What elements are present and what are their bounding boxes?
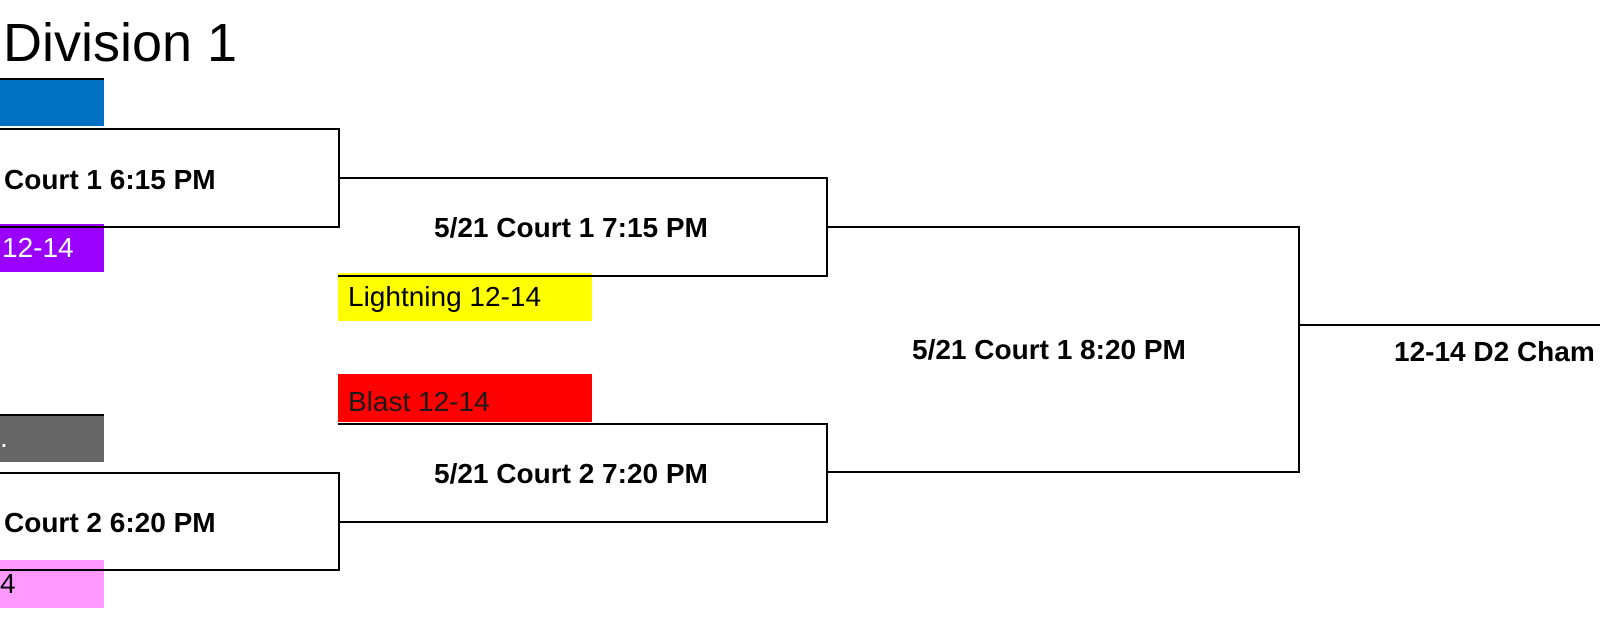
team-bar-blast bbox=[338, 374, 592, 422]
team-bar-blue bbox=[0, 78, 104, 126]
final-line-bottom bbox=[826, 471, 1300, 473]
team-label-lightning: Lightning 12-14 bbox=[348, 281, 542, 312]
game-r1-top: Court 1 6:15 PM bbox=[4, 164, 216, 195]
r1-bottom-line-bottom bbox=[0, 569, 340, 571]
team-bar-lightning bbox=[338, 273, 592, 321]
game-semi-bottom: 5/21 Court 2 7:20 PM bbox=[434, 458, 708, 489]
semi-top-line-bottom bbox=[338, 275, 828, 277]
r1-top-line-top bbox=[0, 128, 340, 130]
final-line-right bbox=[1298, 226, 1300, 473]
team-bar-gray bbox=[0, 414, 104, 462]
page-title: Division 1 bbox=[3, 13, 238, 73]
r1-bottom-line-top bbox=[0, 472, 340, 474]
team-bar-pink bbox=[0, 560, 104, 608]
champion-line bbox=[1298, 324, 1600, 326]
game-r1-bottom: Court 2 6:20 PM bbox=[4, 507, 216, 538]
semi-bottom-line-right bbox=[826, 423, 828, 523]
semi-bottom-line-bottom bbox=[338, 521, 828, 523]
team-bar-purple bbox=[0, 224, 104, 272]
champion-label: 12-14 D2 Cham bbox=[1394, 336, 1595, 367]
team-label-gray: . bbox=[0, 422, 8, 453]
game-semi-top: 5/21 Court 1 7:15 PM bbox=[434, 212, 708, 243]
team-label-pink: 4 bbox=[0, 568, 16, 599]
final-line-top bbox=[826, 226, 1300, 228]
r1-top-line-bottom bbox=[0, 226, 340, 228]
semi-bottom-line-top bbox=[338, 423, 828, 425]
team-label-purple: 12-14 bbox=[2, 232, 74, 263]
team-label-blast: Blast 12-14 bbox=[348, 386, 490, 417]
semi-top-line-top bbox=[338, 177, 828, 179]
game-final: 5/21 Court 1 8:20 PM bbox=[912, 334, 1186, 365]
